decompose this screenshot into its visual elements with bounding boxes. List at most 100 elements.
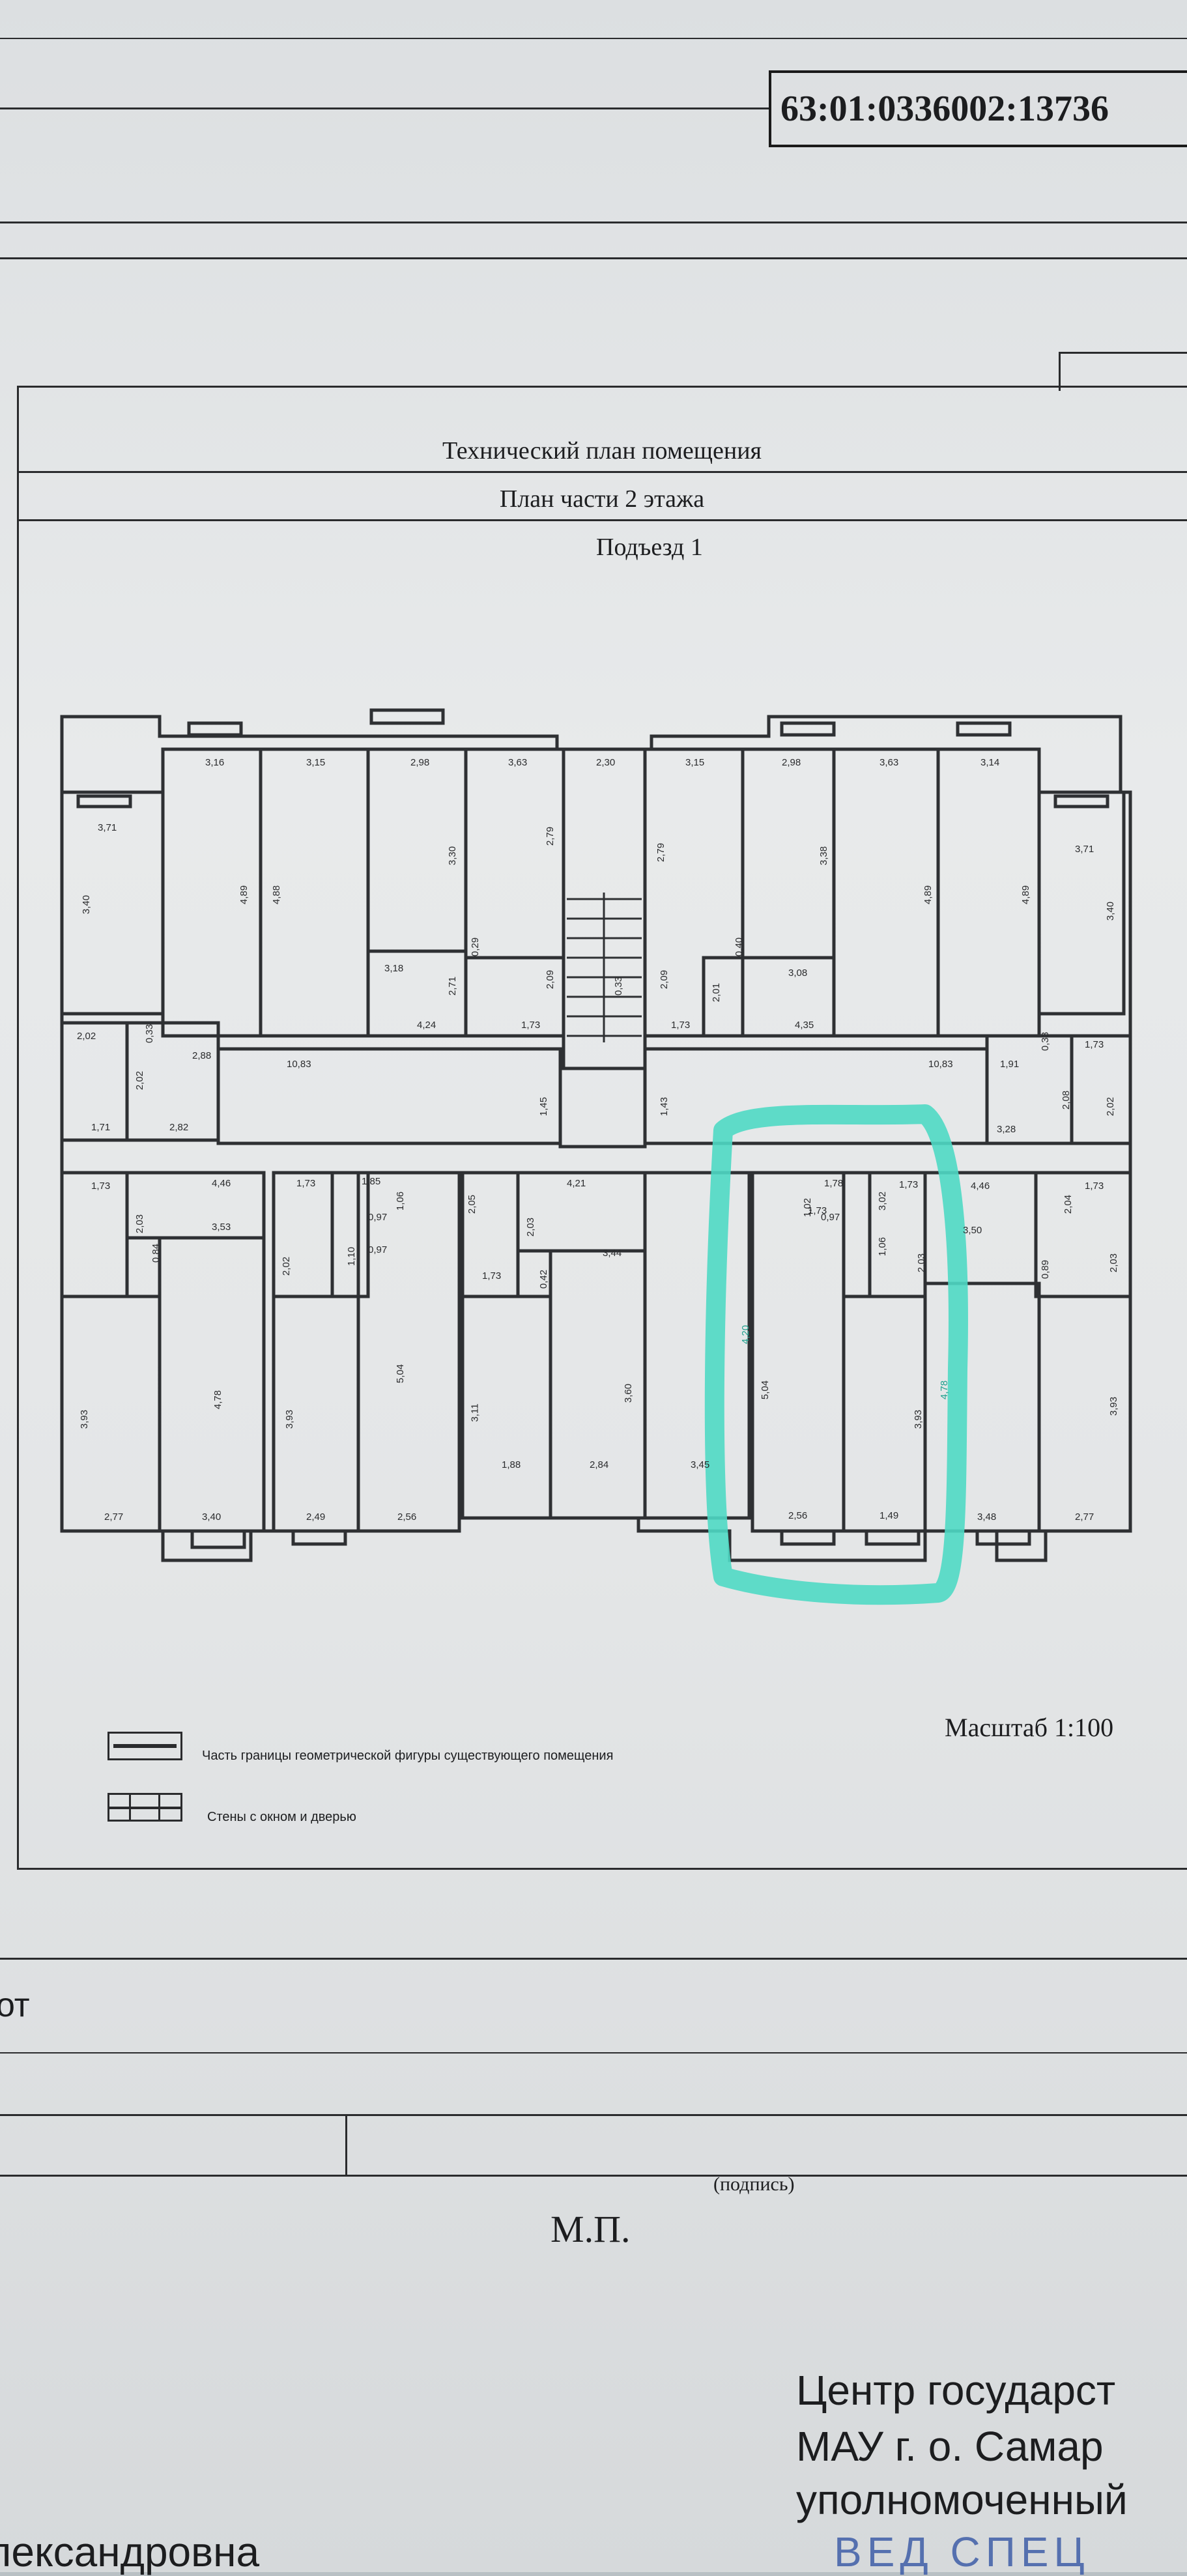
dim-label: 3,18	[384, 963, 404, 974]
org-line-1: Центр государст	[796, 2367, 1116, 2414]
dim-label: 2,03	[134, 1214, 146, 1234]
dim-label: 3,45	[691, 1459, 710, 1470]
dim-label: 2,77	[104, 1511, 124, 1523]
ruled-line	[0, 2114, 1187, 2116]
dim-label: 5,04	[760, 1380, 771, 1400]
dim-label: 1,71	[91, 1122, 111, 1133]
dim-label: 1,73	[296, 1178, 316, 1189]
ruled-line	[0, 107, 769, 109]
dim-label: 0,33	[1040, 1031, 1051, 1052]
org-line-2: МАУ г. о. Самар	[796, 2423, 1104, 2470]
dim-label: 2,79	[655, 842, 667, 863]
dim-label: 3,60	[623, 1383, 635, 1403]
dim-label: 5,04	[395, 1364, 407, 1384]
dim-label: 3,71	[98, 822, 117, 833]
dim-label: 4,78	[939, 1380, 951, 1400]
dim-label: 1,73	[91, 1181, 111, 1192]
stamp-place: М.П.	[551, 2208, 631, 2250]
scale-label: Масштаб 1:100	[945, 1713, 1114, 1742]
legend-label-wall: Стены с окном и дверью	[207, 1810, 356, 1824]
ruled-line	[0, 257, 1187, 259]
name-fragment: лександровна	[0, 2528, 260, 2575]
org-line-3: уполномоченный	[796, 2476, 1128, 2523]
ruled-line	[1059, 352, 1187, 354]
dim-label: 1,02	[802, 1197, 814, 1218]
dim-label: 3,40	[81, 894, 93, 915]
dim-label: 4,24	[417, 1020, 436, 1031]
dim-label: 3,02	[877, 1191, 889, 1211]
dim-label: 3,30	[447, 846, 459, 866]
dim-label: 4,21	[567, 1178, 586, 1189]
ruled-line	[0, 38, 1187, 39]
legend-label-boundary: Часть границы геометрической фигуры суще…	[202, 1749, 614, 1763]
dim-label: 1,06	[395, 1191, 407, 1211]
dim-label: 1,43	[659, 1096, 670, 1117]
dim-label: 2,98	[410, 757, 430, 768]
signature-caption: (подпись)	[713, 2173, 795, 2195]
dim-label: 0,89	[1040, 1259, 1051, 1280]
dim-label: 1,88	[502, 1459, 521, 1470]
ruled-line	[0, 2052, 1187, 2054]
dim-label: 1,06	[877, 1237, 889, 1257]
dim-label: 3,08	[788, 967, 808, 979]
dim-label: 1,73	[482, 1270, 502, 1281]
dim-label: 0,97	[368, 1244, 388, 1255]
dim-label: 1,85	[362, 1176, 381, 1187]
dim-label: 3,11	[469, 1403, 481, 1422]
dim-label: 2,08	[1061, 1090, 1072, 1110]
dim-label: 3,16	[205, 757, 225, 768]
dim-label: 2,02	[77, 1031, 96, 1042]
dim-label: 2,09	[659, 969, 670, 990]
dim-label: 0,40	[734, 937, 745, 957]
dim-label: 3,40	[202, 1511, 222, 1523]
dim-label: 3,63	[508, 757, 528, 768]
legend-swatch-boundary	[107, 1732, 182, 1760]
dim-label: 3,44	[603, 1248, 622, 1259]
dim-label: 2,03	[916, 1253, 928, 1273]
dim-label: 2,98	[782, 757, 801, 768]
dim-label: 3,50	[963, 1225, 982, 1236]
ruled-line	[0, 2175, 1187, 2177]
dim-label: 4,35	[795, 1020, 814, 1031]
ruled-line	[0, 222, 1187, 223]
dim-label: 1,49	[880, 1510, 899, 1521]
dim-label: 2,09	[545, 969, 556, 990]
dim-label: 2,03	[1108, 1253, 1120, 1273]
dim-label: 3,93	[284, 1409, 296, 1429]
dim-label: 2,05	[466, 1194, 478, 1214]
cadastral-number: 63:01:0336002:13736	[780, 89, 1109, 129]
dim-label: 2,82	[169, 1122, 189, 1133]
dim-label: 4,78	[212, 1390, 224, 1410]
dim-label: 10,83	[928, 1059, 953, 1070]
dim-label: 3,48	[977, 1511, 997, 1523]
dim-label: 2,56	[397, 1511, 417, 1523]
ruled-line	[345, 2114, 347, 2177]
dim-label: 0,33	[613, 976, 625, 996]
dim-label: 1,73	[808, 1205, 827, 1216]
dim-label: 3,38	[818, 846, 830, 866]
dim-label: 10,83	[287, 1059, 311, 1070]
plan-subtitle: План части 2 этажа	[499, 485, 705, 513]
plan-header-title-row: Технический план помещения	[17, 425, 1187, 473]
dim-label: 4,88	[271, 885, 283, 905]
dim-label: 3,14	[980, 757, 1000, 768]
dim-label: 2,02	[1105, 1096, 1117, 1117]
dim-label: 2,56	[788, 1510, 808, 1521]
dim-label: 3,93	[913, 1409, 924, 1429]
dim-label: 2,49	[306, 1511, 326, 1523]
dim-label: 1,73	[1085, 1181, 1104, 1192]
dim-label: 2,79	[545, 826, 556, 846]
dim-label: 1,73	[899, 1179, 919, 1190]
dim-label: 4,89	[1020, 885, 1032, 905]
dim-label: 1,45	[538, 1096, 550, 1117]
dim-label: 3,53	[212, 1222, 231, 1233]
dim-label: 2,02	[281, 1256, 293, 1276]
ruled-line	[1059, 352, 1061, 391]
dim-label: 4,89	[922, 885, 934, 905]
plan-header-subtitle-row: План части 2 этажа	[17, 473, 1187, 521]
dim-label: 0,97	[368, 1212, 388, 1223]
plan-frame	[17, 386, 1187, 1870]
entrance-label: Подъезд 1	[596, 534, 703, 561]
